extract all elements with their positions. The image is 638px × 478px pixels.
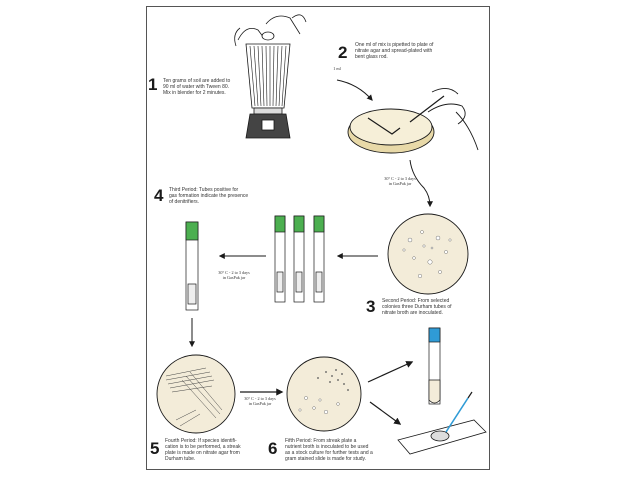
colony-plate-icon — [387, 213, 469, 295]
spread-plate-icon — [347, 88, 479, 154]
incubation-label-b: 30° C - 2 to 3 days in GasPak jar — [218, 270, 250, 280]
step-number-2: 2 — [338, 43, 348, 62]
step-number-5: 5 — [150, 439, 160, 458]
step-number-6: 6 — [268, 439, 278, 458]
incubation-label-a: 30° C - 2 to 3 days in GasPak jar — [384, 176, 416, 186]
positive-tube-icon — [185, 221, 199, 311]
blender-icon — [234, 14, 307, 139]
slide-icon — [397, 391, 487, 455]
step-number-1: 1 — [148, 75, 158, 94]
step-6-caption: Fifth Period: From streak plate a nutrie… — [285, 438, 373, 462]
step-number-3: 3 — [366, 297, 376, 316]
durham-tubes-icon — [274, 215, 325, 303]
step-1-caption: Ten grams of soil are added to 90 ml of … — [163, 78, 231, 96]
step-5-caption: Fourth Period: If species identifi- cati… — [165, 438, 241, 462]
incubation-label-c: 30° C - 2 to 3 days in GasPak jar — [244, 396, 276, 406]
streak-plate-icon — [156, 354, 236, 434]
step-2-caption: One ml of mix is pipetted to plate of ni… — [355, 42, 434, 60]
one-ml-label: 1 ml — [333, 66, 341, 71]
arrow-6-to-slide — [369, 401, 402, 425]
arrow-1-to-2 — [336, 79, 373, 101]
isolation-plate-icon — [286, 356, 362, 432]
broth-tube-icon — [428, 327, 441, 405]
step-number-4: 4 — [154, 186, 164, 205]
arrow-6-to-broth — [367, 361, 414, 383]
arrow-2-to-3 — [409, 159, 433, 208]
step-3-caption: Second Period: From selected colonies th… — [382, 298, 452, 316]
step-4-caption: Third Period: Tubes positive for gas for… — [169, 187, 249, 205]
